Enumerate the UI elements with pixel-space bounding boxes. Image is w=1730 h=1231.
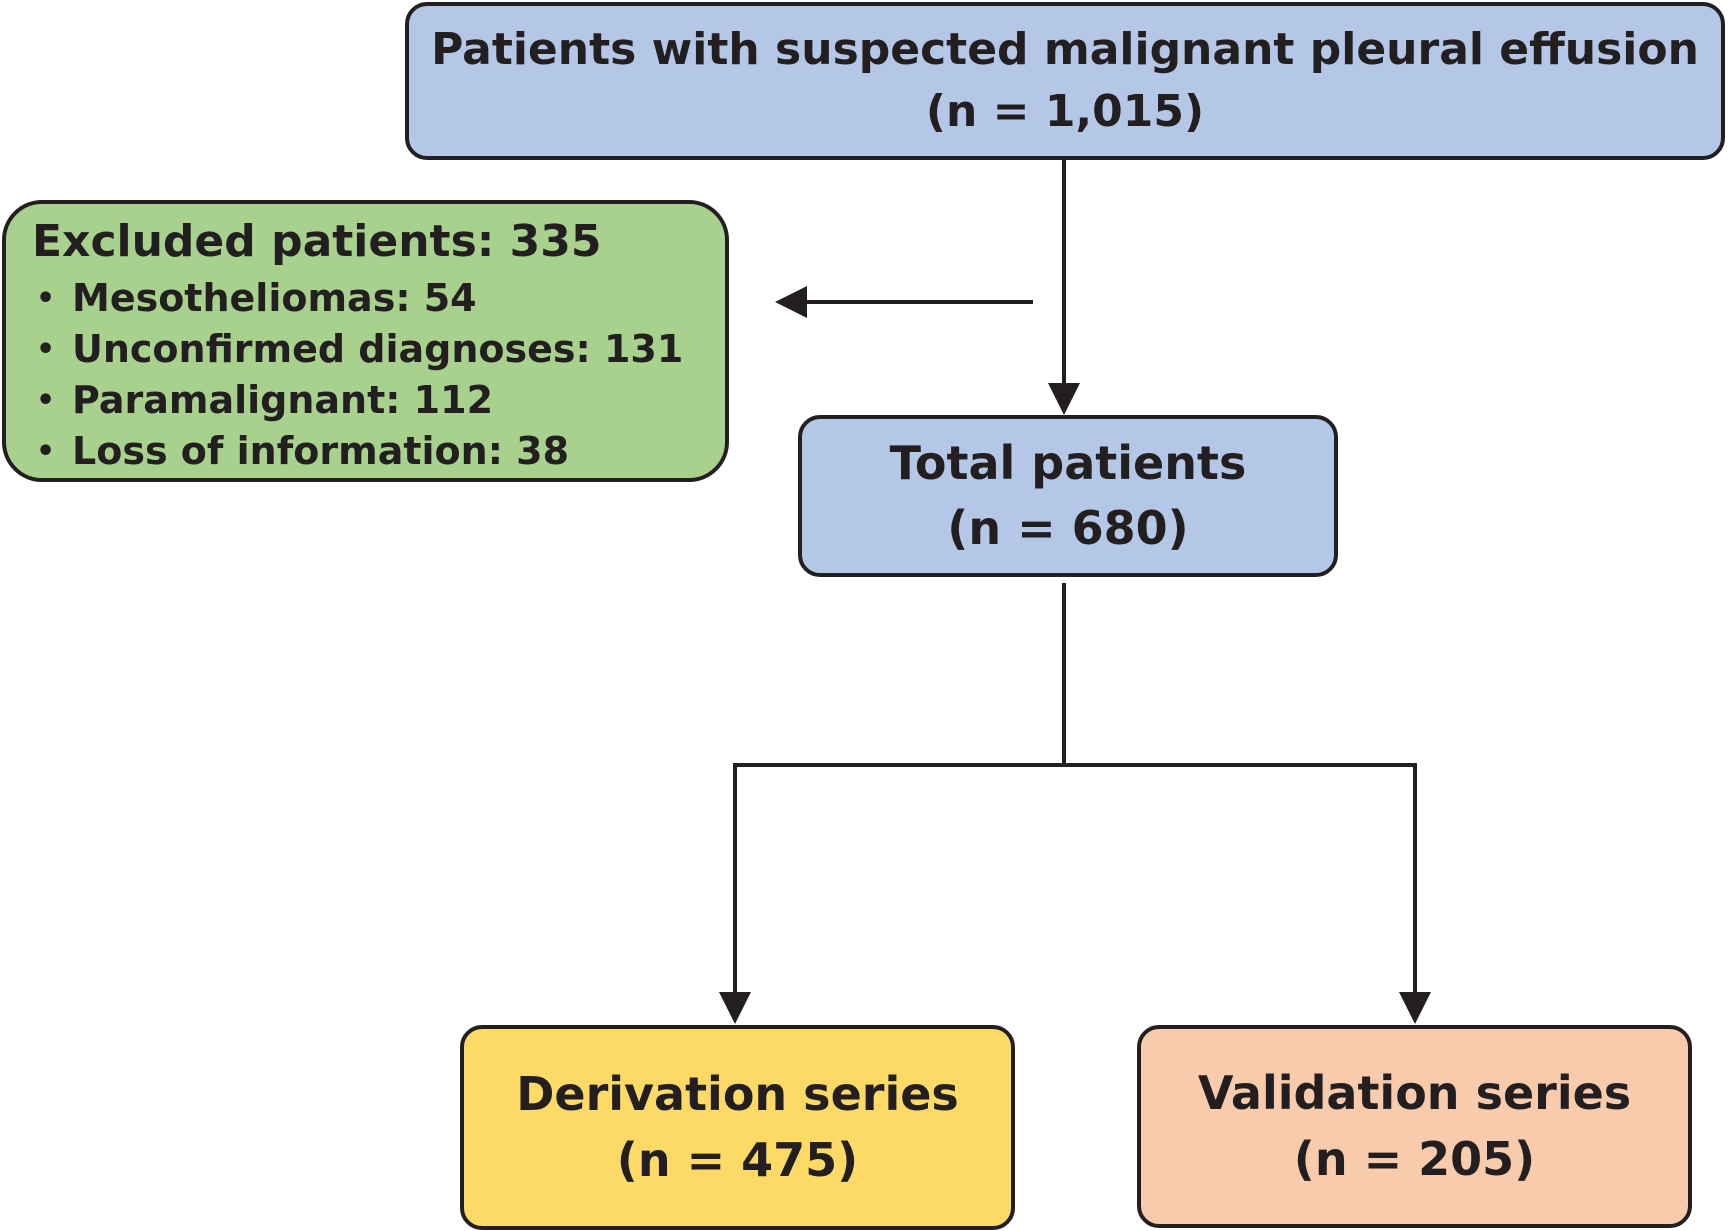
excluded-reason-paramalignant: Paramalignant: 112: [72, 377, 494, 422]
excluded-reason-loss-of-information: Loss of information: 38: [72, 428, 570, 473]
total-patients-count: (n = 680): [947, 501, 1189, 555]
derivation-series-box: Derivation series (n = 475): [460, 1025, 1015, 1230]
arrowhead-left-excluded: [775, 286, 807, 318]
excluded-patients-title: Excluded patients: 335: [32, 216, 602, 267]
list-item: • Mesotheliomas: 54: [32, 273, 683, 324]
derivation-series-label: Derivation series: [516, 1067, 959, 1122]
derivation-series-count: (n = 475): [616, 1132, 859, 1187]
suspected-patients-box: Patients with suspected malignant pleura…: [405, 2, 1725, 160]
arrowhead-down-total: [1048, 383, 1080, 415]
excluded-reason-mesotheliomas: Mesotheliomas: 54: [72, 275, 477, 320]
bullet-icon: •: [36, 382, 56, 418]
validation-series-box: Validation series (n = 205): [1137, 1025, 1692, 1228]
excluded-patients-box: Excluded patients: 335 • Mesotheliomas: 5…: [2, 200, 729, 482]
bullet-icon: •: [36, 433, 56, 469]
list-item: • Paramalignant: 112: [32, 375, 683, 426]
excluded-reason-unconfirmed: Unconfirmed diagnoses: 131: [72, 326, 684, 371]
list-item: • Unconfirmed diagnoses: 131: [32, 324, 683, 375]
excluded-reasons-list: • Mesotheliomas: 54 • Unconfirmed diagnose…: [32, 273, 683, 477]
bullet-icon: •: [36, 280, 56, 316]
list-item: • Loss of information: 38: [32, 426, 683, 477]
suspected-patients-count: (n = 1,015): [925, 86, 1205, 137]
bullet-icon: •: [36, 331, 56, 367]
arrowhead-down-validation: [1399, 992, 1431, 1024]
total-patients-box: Total patients (n = 680): [798, 415, 1338, 577]
validation-series-label: Validation series: [1197, 1066, 1632, 1121]
total-patients-label: Total patients: [889, 435, 1247, 490]
validation-series-count: (n = 205): [1293, 1131, 1536, 1186]
suspected-patients-label: Patients with suspected malignant pleura…: [431, 23, 1699, 75]
arrowhead-down-derivation: [719, 992, 751, 1024]
